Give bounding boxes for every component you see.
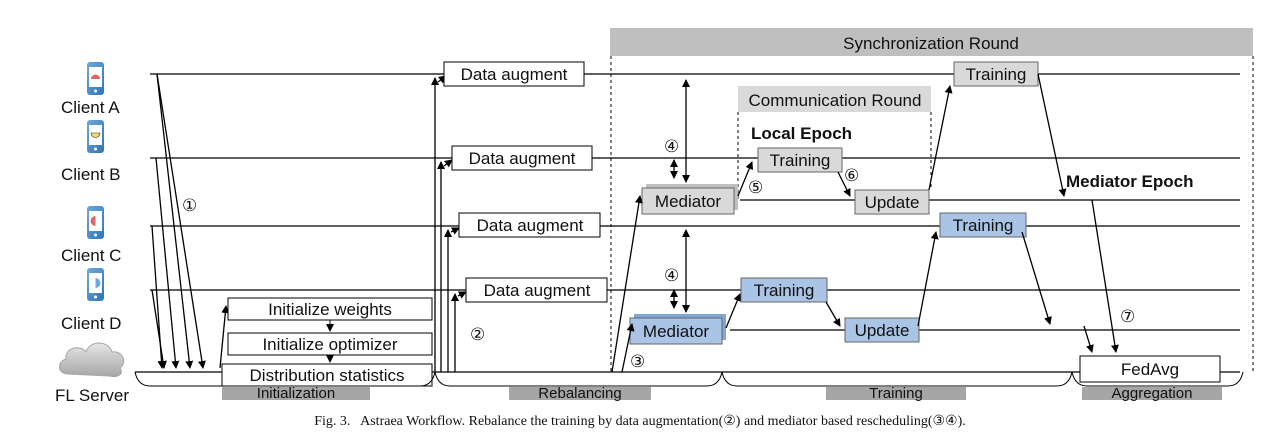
communication-round-box	[738, 86, 931, 112]
client-d-label: Client D	[61, 314, 121, 333]
init-arrows	[151, 73, 230, 369]
data-augment-b	[451, 145, 593, 171]
communication-round-label: Communication Round	[749, 91, 922, 110]
fedavg-box	[1079, 355, 1221, 383]
training-c-box	[939, 212, 1027, 238]
phone-icon	[87, 120, 104, 153]
marker-4-bottom: ④	[664, 266, 679, 285]
data-augment-d-label: Data augment	[484, 281, 591, 300]
distribution-stats-label: Distribution statistics	[250, 366, 405, 385]
marker-1: ①	[182, 196, 197, 215]
marker-4-top: ④	[664, 137, 679, 156]
init-weights-label: Initialize weights	[268, 300, 392, 319]
update-bottom-box	[844, 317, 920, 343]
client-b-label: Client B	[61, 165, 121, 184]
mediator-top-label: Mediator	[655, 192, 721, 211]
data-augment-a	[443, 61, 585, 87]
figure-caption: Fig. 3. Astraea Workflow. Rebalance the …	[314, 414, 966, 429]
data-augment-c-label: Data augment	[477, 216, 584, 235]
timelines	[135, 73, 1240, 373]
local-epoch-label: Local Epoch	[751, 124, 852, 143]
marker-3: ③	[630, 352, 645, 371]
training-d-label: Training	[754, 281, 815, 300]
rebalance-arrows	[431, 75, 467, 372]
training-local-box	[757, 147, 843, 173]
mediator-epoch-label: Mediator Epoch	[1066, 172, 1194, 191]
marker-6: ⑥	[844, 166, 859, 185]
phone-icon	[87, 206, 104, 239]
training-c-label: Training	[953, 216, 1014, 235]
data-augment-c	[458, 212, 601, 238]
update-top-label: Update	[865, 193, 920, 212]
training-d-box	[740, 277, 828, 303]
phone-icon	[87, 268, 104, 301]
phone-icon	[87, 62, 104, 95]
marker-2: ②	[470, 325, 485, 344]
training-a-label: Training	[966, 65, 1027, 84]
fedavg-label: FedAvg	[1121, 360, 1179, 379]
marker-5: ⑤	[748, 178, 763, 197]
phase-aggregation-label: Aggregation	[1112, 385, 1193, 402]
training-local-label: Training	[770, 151, 831, 170]
fl-server-label: FL Server	[55, 386, 129, 405]
marker-7: ⑦	[1120, 307, 1135, 326]
cloud-icon	[59, 342, 125, 377]
client-a-label: Client A	[61, 98, 120, 117]
training-flow-arrows	[825, 73, 1119, 353]
mediator-bottom-label: Mediator	[643, 322, 709, 341]
client-c-label: Client C	[61, 246, 121, 265]
phase-bar-rebalancing	[509, 387, 651, 400]
phase-initialization-label: Initialization	[257, 385, 335, 402]
phase-braces	[134, 371, 1244, 387]
update-bottom-label: Update	[855, 321, 910, 340]
phase-bar-training	[826, 387, 966, 400]
phase-bar-aggregation	[1082, 387, 1222, 400]
phase-bar-initialization	[222, 387, 370, 400]
init-optimizer-label: Initialize optimizer	[262, 335, 397, 354]
mediator-top	[641, 187, 735, 215]
mediator-bottom	[629, 317, 723, 345]
data-augment-d	[465, 277, 608, 303]
data-augment-b-label: Data augment	[469, 149, 576, 168]
sync-round-label: Synchronization Round	[843, 34, 1019, 53]
mediator-arrows	[611, 79, 754, 373]
update-top-box	[854, 189, 930, 215]
phase-training-label: Training	[869, 385, 923, 402]
phase-rebalancing-label: Rebalancing	[538, 385, 621, 402]
data-augment-a-label: Data augment	[461, 65, 568, 84]
sync-round-banner	[610, 28, 1253, 56]
